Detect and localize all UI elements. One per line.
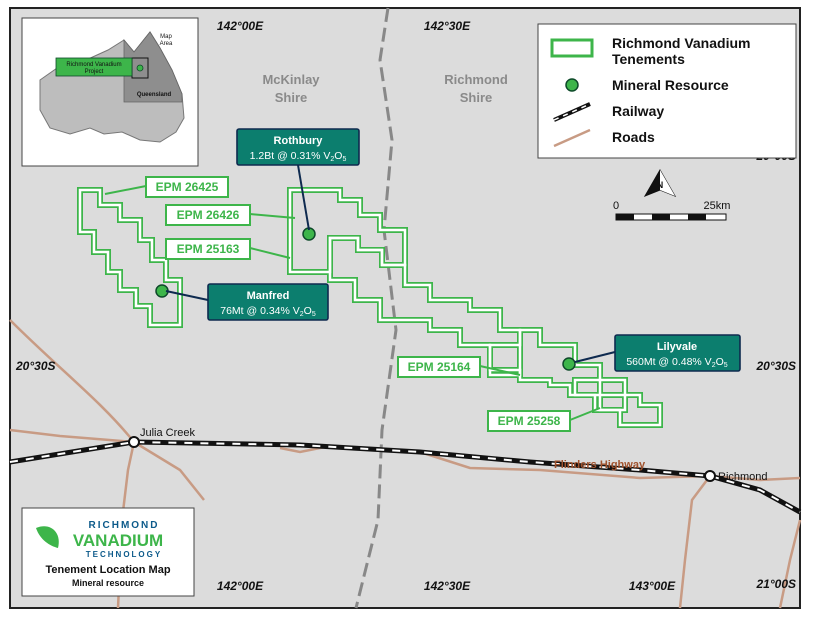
road-8	[709, 474, 801, 482]
leader-lines	[165, 164, 616, 363]
inset-queensland-label: Queensland	[137, 92, 172, 98]
town-richmond: Richmond	[704, 470, 768, 483]
richmond-shire-line1: Richmond	[444, 72, 508, 87]
legend: Richmond Vanadium Tenements Mineral Reso…	[537, 23, 797, 159]
lat-left-20-30: 20°30S	[15, 359, 56, 373]
rothbury-value: 1.2Bt @ 0.31% V2O5	[250, 150, 347, 163]
flinders-highway-label: Flinders Highway	[554, 459, 646, 471]
epm-25258-text: EPM 25258	[498, 414, 561, 428]
epm-label-26426: EPM 26426	[165, 204, 251, 226]
lilyvale-marker[interactable]	[562, 357, 576, 371]
logo-line3: TECHNOLOGY	[86, 550, 162, 559]
inset-map: Richmond Vanadium Project Map Area Queen…	[21, 17, 199, 167]
epm-label-25163: EPM 25163	[165, 238, 251, 260]
epm-25164-text: EPM 25164	[408, 360, 471, 374]
richmond-shire-line2: Shire	[460, 90, 493, 105]
roads	[9, 319, 802, 609]
epm-leader-lines	[104, 185, 601, 421]
epm-25163-text: EPM 25163	[177, 242, 240, 256]
legend-tenement-swatch	[550, 38, 594, 58]
inset-map-area-line1: Map	[160, 34, 172, 40]
lilyvale-value: 560Mt @ 0.48% V2O5	[626, 356, 727, 369]
north-arrow: N	[643, 168, 677, 198]
epm-label-25164: EPM 25164	[397, 356, 481, 378]
julia-creek-label: Julia Creek	[140, 427, 196, 439]
deposit-label-lilyvale: Lilyvale 560Mt @ 0.48% V2O5	[614, 334, 741, 372]
legend-tenements-line1: Richmond Vanadium	[612, 35, 750, 51]
scale-end: 25km	[704, 200, 731, 212]
manfred-name: Manfred	[247, 290, 290, 302]
map-subtitle: Mineral resource	[72, 578, 144, 588]
shire-boundary	[354, 7, 398, 609]
inset-queensland	[123, 31, 183, 103]
inset-map-area-line2: Area	[160, 41, 173, 47]
lat-right-21-00: 21°00S	[756, 577, 797, 591]
lon-bottom-143-00: 143°00E	[629, 579, 676, 593]
lat-right-20-30: 20°30S	[756, 359, 797, 373]
inset-project-line2: Project	[85, 69, 104, 75]
mckinlay-shire-line2: Shire	[275, 90, 308, 105]
road-4	[133, 440, 205, 501]
legend-road-swatch	[553, 128, 591, 148]
manfred-value: 76Mt @ 0.34% V2O5	[220, 305, 316, 318]
scale-bar: 0 25km	[613, 200, 731, 221]
road-7	[678, 475, 711, 609]
road-9	[778, 519, 802, 609]
lilyvale-name: Lilyvale	[657, 341, 697, 353]
epm-label-26425: EPM 26425	[145, 176, 229, 198]
logo-leaf-icon	[36, 526, 59, 548]
scale-start: 0	[613, 200, 619, 212]
legend-tenements-line2: Tenements	[612, 51, 685, 67]
epm-26425-text: EPM 26425	[156, 180, 219, 194]
lon-bottom-142-30: 142°30E	[424, 579, 471, 593]
richmond-label: Richmond	[718, 471, 768, 483]
road-2	[9, 428, 135, 444]
epm-label-25258: EPM 25258	[487, 410, 571, 432]
epm-26426-text: EPM 26426	[177, 208, 240, 222]
logo-line1: RICHMOND	[89, 520, 160, 531]
tenement-outlines-inner	[78, 188, 662, 427]
mineral-resource-markers	[155, 227, 576, 371]
legend-mineral-icon	[565, 78, 579, 92]
deposit-label-rothbury: Rothbury 1.2Bt @ 0.31% V2O5	[236, 128, 360, 166]
legend-mineral-resource: Mineral Resource	[612, 77, 729, 93]
road-6	[419, 450, 711, 480]
north-label: N	[657, 180, 664, 190]
mckinlay-shire-line1: McKinlay	[262, 72, 320, 87]
lon-top-142-00: 142°00E	[217, 19, 264, 33]
lon-top-142-30: 142°30E	[424, 19, 471, 33]
railway-line	[9, 439, 802, 515]
map-title: Tenement Location Map	[45, 564, 170, 576]
inset-project-line1: Richmond Vanadium	[66, 62, 121, 68]
legend-roads: Roads	[612, 129, 655, 145]
road-1	[9, 319, 135, 443]
deposit-label-manfred: Manfred 76Mt @ 0.34% V2O5	[207, 283, 329, 321]
legend-railway: Railway	[612, 103, 664, 119]
rothbury-name: Rothbury	[274, 135, 324, 147]
title-block: RICHMOND VANADIUM TECHNOLOGY Tenement Lo…	[21, 507, 195, 597]
logo-line2: VANADIUM	[73, 531, 163, 550]
town-julia-creek: Julia Creek	[128, 427, 196, 448]
lon-bottom-142-00: 142°00E	[217, 579, 264, 593]
